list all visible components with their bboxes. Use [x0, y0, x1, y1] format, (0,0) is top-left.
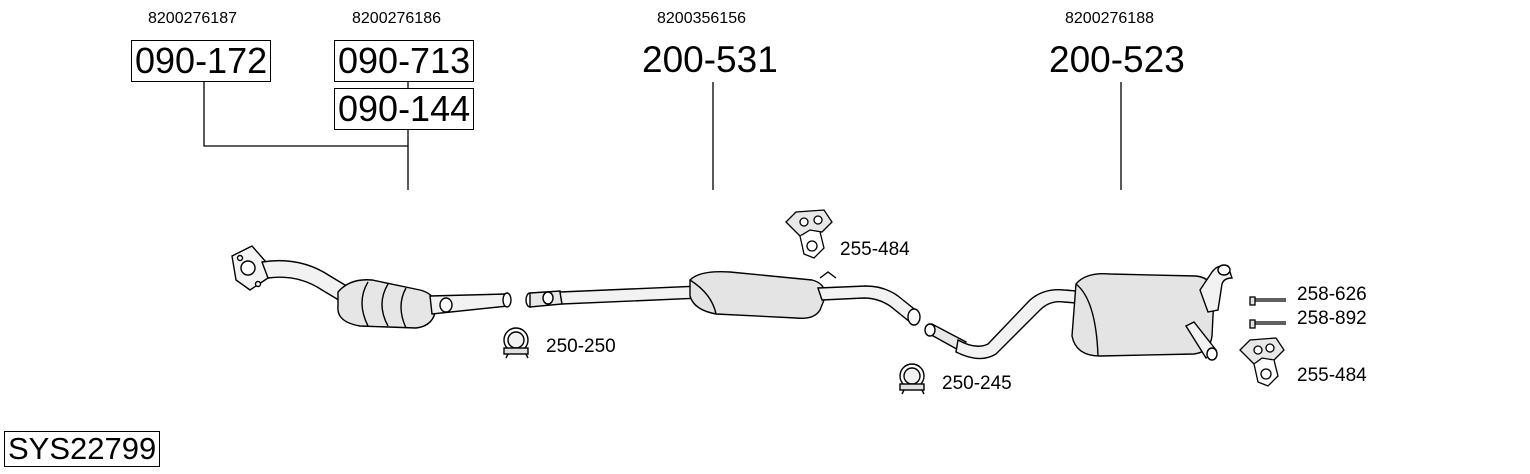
leader-lines	[203, 80, 1122, 190]
accessory-label[interactable]: 250-250	[546, 336, 616, 357]
accessory-label[interactable]: 255-484	[840, 239, 910, 260]
part-number-box[interactable]: 090-144	[334, 88, 475, 130]
accessory-label[interactable]: 255-484	[1297, 365, 1367, 386]
part-number[interactable]: 200-523	[1049, 39, 1185, 80]
accessory-label[interactable]: 258-626	[1297, 284, 1367, 305]
oem-number: 8200276188	[1065, 10, 1154, 27]
accessory-label[interactable]: 250-245	[942, 373, 1012, 394]
rubber-hanger-icon	[1239, 337, 1285, 387]
system-code: SYS22799	[4, 431, 161, 467]
part-number-box[interactable]: 090-172	[131, 40, 272, 82]
oem-number: 8200356156	[657, 10, 746, 27]
oem-number: 8200276187	[148, 10, 237, 27]
bolt-icon	[1249, 319, 1286, 329]
center-pipe-silencer	[525, 270, 921, 326]
part-number-box[interactable]: 090-713	[334, 40, 475, 82]
pipe-clamp-icon	[503, 327, 529, 359]
front-pipe-catalyst	[231, 245, 512, 329]
pipe-clamp-icon	[899, 363, 925, 395]
oem-number: 8200276186	[352, 10, 441, 27]
rubber-hanger-icon	[785, 209, 833, 259]
accessory-label[interactable]: 258-892	[1297, 308, 1367, 329]
rear-pipe-silencer	[924, 264, 1233, 361]
bolt-icon	[1249, 296, 1286, 306]
part-number[interactable]: 200-531	[642, 39, 778, 80]
